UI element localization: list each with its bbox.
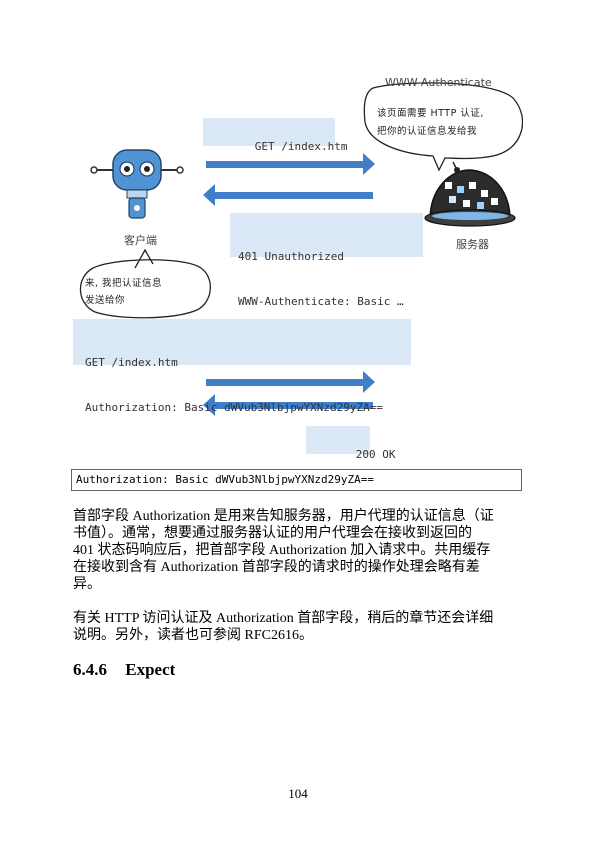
request-2-line-1: GET /index.htm [85, 356, 178, 369]
paragraph-1-line: 首部字段 Authorization 是用来告知服务器，用户代理的认证信息（证 [73, 509, 494, 524]
code-example-text: Authorization: Basic dWVub3NlbjpwYXNzd29… [76, 473, 375, 486]
request-1-text: GET /index.htm [254, 140, 348, 153]
response-1-line-1: 401 Unauthorized [238, 250, 344, 263]
arrow-right-icon [206, 153, 375, 175]
paragraph-2-line: 有关 HTTP 访问认证及 Authorization 首部字段，稍后的章节还会… [73, 611, 494, 626]
server-speech-bubble [363, 82, 523, 172]
client-bubble-line-2: 发送给你 [85, 295, 126, 306]
client-bubble-line-1: 来, 我把认证信息 [85, 278, 163, 289]
server-robot-icon [424, 161, 516, 227]
code-example-bar: Authorization: Basic dWVub3NlbjpwYXNzd29… [71, 469, 522, 491]
paragraph-1: 首部字段 Authorization 是用来告知服务器，用户代理的认证信息（证 … [73, 508, 525, 593]
paragraph-1-line: 在接收到含有 Authorization 首部字段的请求时的操作处理会略有差 [73, 560, 480, 575]
section-title: Expect [125, 660, 176, 679]
client-robot-icon [90, 149, 184, 219]
request-box-1: GET /index.htm [203, 118, 347, 153]
response-2-text: 200 OK [355, 448, 396, 461]
arrow-left-icon [203, 184, 373, 206]
server-bubble-line-1: 该页面需要 HTTP 认证, [377, 108, 484, 119]
paragraph-2-line: 说明。另外，读者也可参阅 RFC2616。 [73, 628, 313, 643]
www-authenticate-label: WWW-Authenticate [385, 76, 492, 89]
server-label: 服务器 [456, 238, 489, 251]
figure-illustration [79, 82, 523, 416]
section-heading: 6.4.6 Expect [73, 660, 175, 680]
response-box-1: 401 Unauthorized WWW-Authenticate: Basic… [230, 213, 423, 308]
paragraph-1-line: 401 状态码响应后，把首部字段 Authorization 加入请求中。共用缓… [73, 543, 491, 558]
page-number: 104 [288, 786, 308, 801]
response-box-2: 200 OK [306, 426, 396, 461]
server-bubble-line-2: 把你的认证信息发给我 [377, 126, 478, 137]
client-label: 客户端 [124, 234, 157, 247]
arrow-right-icon [206, 371, 375, 393]
client-speech-bubble [79, 248, 211, 319]
section-number: 6.4.6 [73, 660, 107, 679]
arrow-left-icon [203, 394, 373, 416]
paragraph-1-line: 异。 [73, 577, 101, 592]
response-1-line-2: WWW-Authenticate: Basic … [238, 295, 404, 308]
paragraph-2: 有关 HTTP 访问认证及 Authorization 首部字段，稍后的章节还会… [73, 610, 525, 644]
paragraph-1-line: 书值）。通常，想要通过服务器认证的用户代理会在接收到返回的 [73, 526, 472, 541]
request-box-2: GET /index.htm Authorization: Basic dWVu… [73, 319, 411, 414]
request-2-line-2: Authorization: Basic dWVub3NlbjpwYXNzd29… [85, 401, 384, 414]
http-auth-figure: WWW-Authenticate 该页面需要 HTTP 认证, 把你的认证信息发… [73, 58, 523, 461]
